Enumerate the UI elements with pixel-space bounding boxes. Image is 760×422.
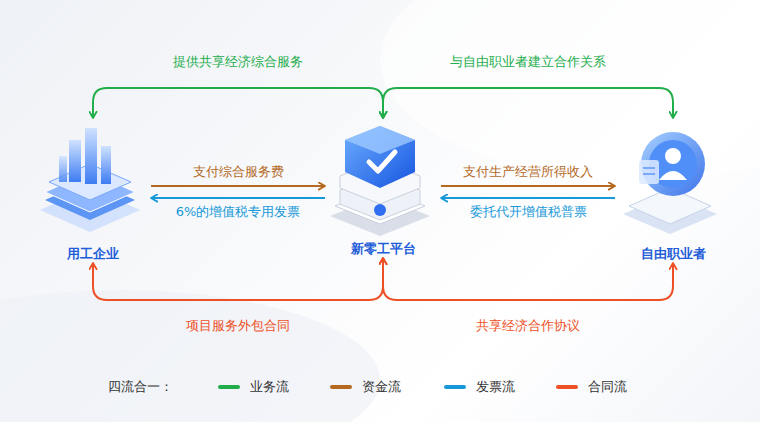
node-label: 用工企业 — [35, 245, 151, 263]
flow-connector — [383, 258, 673, 300]
flow-connector — [93, 258, 383, 300]
node-box: 自由职业者 — [615, 118, 731, 263]
legend-title: 四流合一： — [108, 378, 173, 396]
flow-label: 委托代开增值税普票 — [467, 203, 590, 221]
flow-label: 6%的增值税专用发票 — [173, 203, 304, 221]
legend-swatch — [330, 385, 352, 389]
node-icon — [615, 118, 725, 238]
flow-connector — [441, 197, 615, 199]
flow-label: 提供共享经济综合服务 — [170, 53, 306, 71]
legend-text: 合同流 — [588, 378, 627, 396]
flow-label: 项目服务外包合同 — [183, 317, 293, 335]
legend-swatch — [556, 385, 578, 389]
legend-text: 业务流 — [250, 378, 289, 396]
node-label: 新零工平台 — [325, 240, 441, 258]
flow-connector — [93, 88, 383, 118]
legend-swatch — [444, 385, 466, 389]
flow-label: 与自由职业者建立合作关系 — [447, 53, 609, 71]
flow-connector — [151, 185, 325, 187]
node-icon — [325, 118, 435, 238]
node-icon — [35, 118, 145, 238]
flow-connector — [383, 88, 673, 118]
flow-label: 共享经济合作协议 — [473, 317, 583, 335]
legend-text: 资金流 — [362, 378, 401, 396]
flow-label: 支付综合服务费 — [190, 163, 287, 181]
flow-label: 支付生产经营所得收入 — [460, 163, 596, 181]
node-box: 新零工平台 — [325, 118, 441, 258]
flow-connector — [151, 197, 325, 199]
legend-text: 发票流 — [476, 378, 515, 396]
node-box: 用工企业 — [35, 118, 151, 263]
node-label: 自由职业者 — [615, 245, 731, 263]
flow-connector — [441, 185, 615, 187]
legend-swatch — [218, 385, 240, 389]
